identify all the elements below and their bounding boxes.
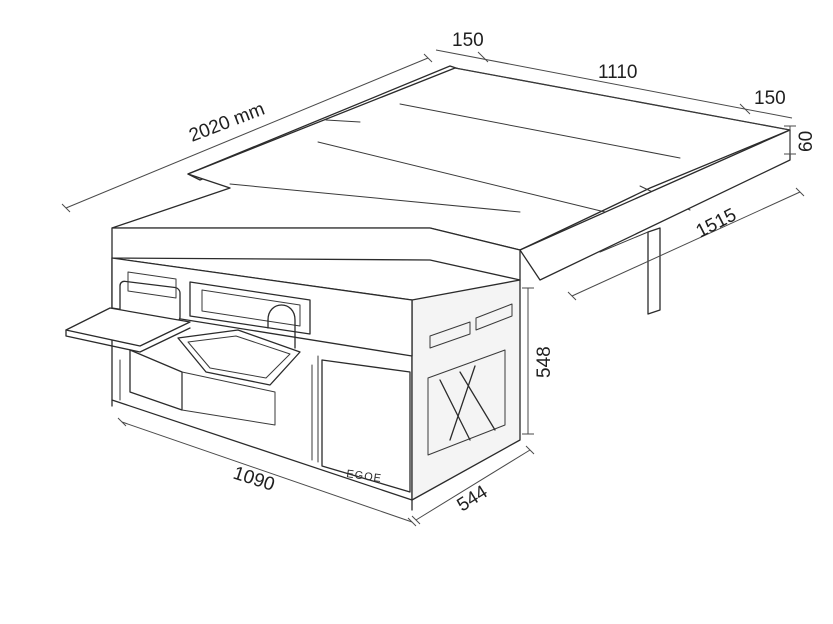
dim-cushion-middle: 1110: [598, 62, 637, 83]
dim-box-height: 548: [534, 346, 555, 378]
dimension-lines: [61, 49, 805, 527]
brand-label: EGOE: [346, 468, 383, 485]
dim-cushion-thickness: 60: [796, 131, 817, 152]
dim-cushion-end-left: 150: [452, 30, 484, 51]
dim-box-length: 1090: [230, 463, 277, 496]
dim-total-length: 2020 mm: [186, 99, 267, 147]
sink-unit: [65, 304, 313, 461]
support-leg: [599, 227, 661, 315]
dim-box-depth: 544: [454, 481, 492, 516]
dim-cushion-end-right: 150: [754, 88, 786, 109]
dim-bed-width: 1515: [693, 205, 740, 243]
